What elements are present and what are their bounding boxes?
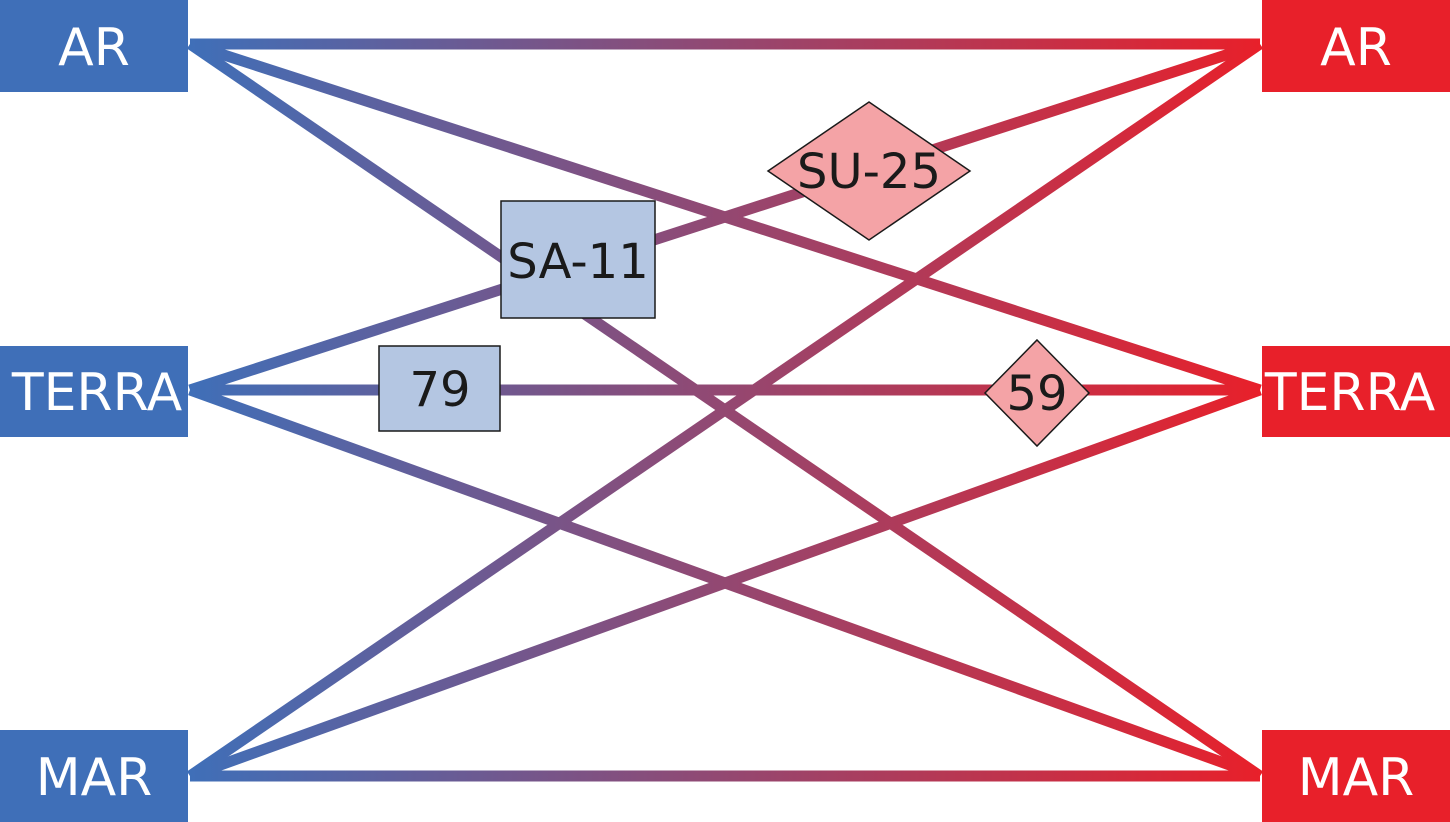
left-node-mar-label: MAR <box>36 748 153 808</box>
left-node-ar: AR <box>0 0 188 92</box>
marker-79: 79 <box>378 345 501 432</box>
edge-mar-to-terra <box>188 384 1262 782</box>
right-node-terra: TERRA <box>1262 346 1450 437</box>
marker-79-label: 79 <box>409 362 470 418</box>
right-node-column: AR TERRA MAR <box>1262 0 1450 822</box>
marker-su-25-diamond <box>766 101 972 241</box>
edge-mar-to-ar <box>186 39 1264 781</box>
marker-59-label: 59 <box>1006 366 1067 422</box>
connection-lines <box>186 38 1264 782</box>
edge-markers: SU-25 SA-11 79 59 <box>378 101 1091 448</box>
left-node-ar-label: AR <box>58 18 130 78</box>
right-node-terra-box <box>1262 346 1450 437</box>
left-node-terra: TERRA <box>0 346 188 437</box>
marker-sa-11-label: SA-11 <box>507 234 649 290</box>
marker-59: 59 <box>983 338 1091 448</box>
right-node-mar: MAR <box>1262 730 1450 822</box>
marker-sa-11-box <box>500 200 656 319</box>
marker-79-box <box>378 345 501 432</box>
marker-su-25: SU-25 <box>766 101 972 241</box>
right-node-mar-box <box>1262 730 1450 822</box>
right-node-mar-label: MAR <box>1298 748 1415 808</box>
marker-sa-11: SA-11 <box>500 200 656 319</box>
left-node-terra-label: TERRA <box>11 363 183 423</box>
left-node-column: AR TERRA MAR <box>0 0 188 822</box>
marker-59-diamond <box>983 338 1091 448</box>
left-node-terra-box <box>0 346 188 437</box>
left-node-ar-box <box>0 0 188 92</box>
left-node-mar: MAR <box>0 730 188 822</box>
right-node-ar-label: AR <box>1320 18 1392 78</box>
right-node-ar: AR <box>1262 0 1450 92</box>
right-node-ar-box <box>1262 0 1450 92</box>
left-node-mar-box <box>0 730 188 822</box>
right-node-terra-label: TERRA <box>1264 363 1436 423</box>
marker-su-25-label: SU-25 <box>797 144 941 200</box>
edge-terra-to-ar <box>188 38 1262 396</box>
